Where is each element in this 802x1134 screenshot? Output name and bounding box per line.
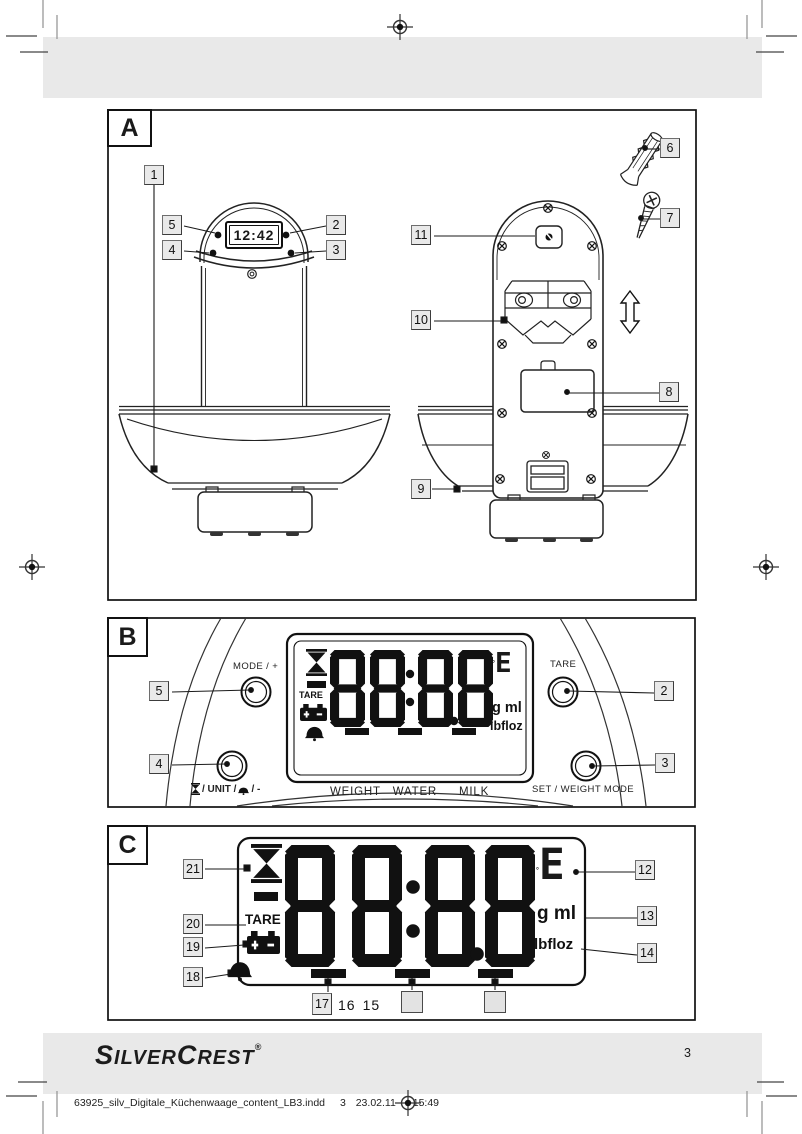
mode-weight: WEIGHT <box>330 786 381 798</box>
registration-marks <box>19 14 779 1116</box>
footer-band <box>43 1033 762 1094</box>
callout-8: 8 <box>659 382 679 402</box>
callout-5a: 5 <box>162 215 182 235</box>
panel-borders <box>107 109 697 1021</box>
lcd-b-unit-gml: g ml <box>492 700 522 716</box>
mode-row: WEIGHT WATER MILK <box>330 786 489 798</box>
lcd-c-unit-gml: g ml <box>537 903 577 924</box>
callout-7: 7 <box>660 208 680 228</box>
callout-16-15: 16 15 <box>338 997 380 1013</box>
battery-compartment <box>520 360 595 413</box>
page-number: 3 <box>684 1046 691 1060</box>
lcd-b-unit-lbfloz: lbfloz <box>490 719 523 733</box>
unit-label-text: / UNIT / <box>202 783 237 795</box>
callout-18: 18 <box>183 967 203 987</box>
minus-label-text: / - <box>251 783 261 795</box>
callout-19: 19 <box>183 937 203 957</box>
callout-11: 11 <box>411 225 431 245</box>
clock-display: 12:42 <box>225 221 283 249</box>
set-button-label: SET / WEIGHT MODE <box>532 784 634 795</box>
clock-time: 12:42 <box>228 225 280 245</box>
leader-lines-b <box>171 687 656 769</box>
callout-5b: 5 <box>149 681 169 701</box>
brand-logo: SILVERCREST® <box>95 1040 262 1070</box>
tare-button-label: TARE <box>550 659 577 670</box>
callout-2a: 2 <box>326 215 346 235</box>
leader-lines-c <box>204 864 638 992</box>
callout-9: 9 <box>411 479 431 499</box>
screw-heads <box>494 202 598 485</box>
callout-3a: 3 <box>326 240 346 260</box>
callout-1: 1 <box>144 165 164 185</box>
callout-box-empty-1 <box>401 991 423 1013</box>
mounting-bracket <box>504 280 592 344</box>
panel-b-label: B <box>107 617 148 657</box>
callout-14: 14 <box>637 943 657 963</box>
mode-button-label: MODE / + <box>233 661 279 672</box>
imprint-sheet: 3 <box>339 1097 346 1109</box>
callout-6: 6 <box>660 138 680 158</box>
reg-mark-right <box>753 554 779 580</box>
platform-arcs <box>165 617 647 807</box>
callout-21: 21 <box>183 859 203 879</box>
lcd-b-tare: TARE <box>299 690 323 700</box>
imprint-file: 63925_silv_Digitale_Küchenwaage_content_… <box>74 1097 326 1109</box>
lcd-c-unit-lbfloz: lbfloz <box>534 936 574 953</box>
callout-2b: 2 <box>654 681 674 701</box>
lcd-c-tare: TARE <box>245 912 281 927</box>
lcd-c-bars <box>254 892 513 978</box>
panel-a-label: A <box>107 109 152 147</box>
callout-12: 12 <box>635 860 655 880</box>
reg-mark-left <box>19 554 45 580</box>
mode-water: WATER <box>392 786 438 798</box>
callout-4b: 4 <box>149 754 169 774</box>
callout-15: 15 <box>362 997 381 1013</box>
hourglass-icon <box>191 783 200 795</box>
crop-marks <box>6 0 797 1134</box>
callout-16: 16 <box>338 997 356 1013</box>
callout-20: 20 <box>183 914 203 934</box>
mode-milk: MILK <box>459 786 490 798</box>
lcd-b-temp-unit: °E <box>492 646 512 679</box>
back-view-drawing <box>417 200 689 542</box>
callout-17: 17 <box>312 993 332 1015</box>
callout-10: 10 <box>411 310 431 330</box>
callout-13: 13 <box>637 906 657 926</box>
top-print-band <box>43 37 762 98</box>
front-view-drawing <box>118 202 391 536</box>
callout-3b: 3 <box>655 753 675 773</box>
unit-button-label: / UNIT / / - <box>191 783 260 795</box>
hanging-hole <box>535 225 563 249</box>
panel-c-label: C <box>107 825 148 865</box>
callout-box-empty-2 <box>484 991 506 1013</box>
buttons-b <box>216 676 602 782</box>
slider-lock <box>526 460 569 493</box>
imprint-time: 15:49 <box>412 1097 440 1109</box>
imprint-date: 23.02.11 <box>355 1097 396 1109</box>
lcd-b-bars <box>307 681 476 735</box>
leader-lines-a <box>150 145 660 493</box>
bell-icon <box>238 787 250 795</box>
lcd-frame-c <box>236 836 587 987</box>
mounting-screw-drawing <box>636 191 661 239</box>
adjust-arrow <box>619 289 641 335</box>
lcd-c-temp-unit: °E <box>536 840 565 890</box>
imprint-line: 63925_silv_Digitale_Küchenwaage_content_… <box>74 1097 439 1109</box>
callout-4a: 4 <box>162 240 182 260</box>
